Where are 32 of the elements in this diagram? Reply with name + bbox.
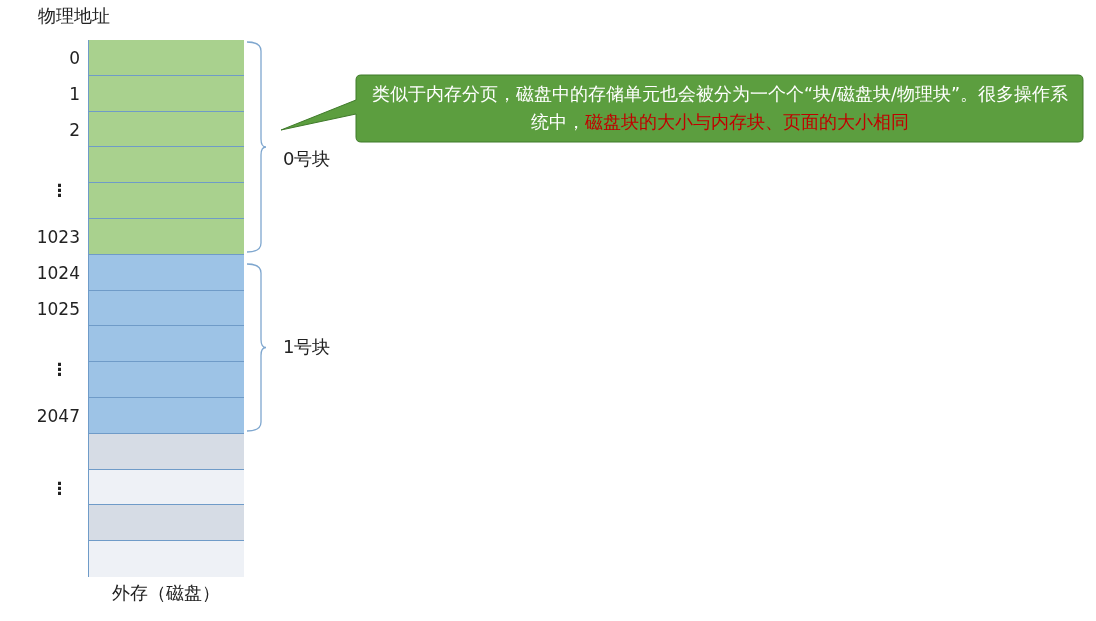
block-label: 0号块 — [283, 147, 331, 171]
storage-cell — [89, 326, 244, 363]
block-label: 1号块 — [283, 335, 331, 359]
ellipsis-mark: ⋮ — [50, 358, 68, 381]
address-label: 1 — [68, 82, 80, 105]
callout-text: 类似于内存分页，磁盘中的存储单元也会被分为一个个“块/磁盘块/物理块”。很多操作系统中，磁盘块的大小与内存块、页面的大小相同 — [371, 83, 1069, 134]
ellipsis-mark: ⋮ — [50, 476, 68, 499]
storage-cell — [89, 219, 244, 255]
storage-cell — [89, 469, 244, 506]
storage-cell — [89, 75, 244, 112]
storage-cell — [89, 183, 244, 219]
address-label: 1024 — [35, 261, 80, 284]
axis-title: 物理地址 — [38, 4, 110, 28]
callout-bubble — [280, 74, 1085, 144]
address-label: 2047 — [35, 405, 80, 427]
storage-cell — [89, 541, 244, 577]
storage-cell — [89, 433, 244, 470]
storage-cell — [89, 398, 244, 434]
storage-cell — [89, 290, 244, 327]
storage-cell — [89, 147, 244, 184]
storage-cell — [89, 362, 244, 398]
storage-cell — [89, 40, 244, 76]
address-label: 0 — [68, 47, 80, 69]
storage-cell — [89, 111, 244, 148]
storage-cell — [89, 254, 244, 291]
column-caption: 外存（磁盘） — [110, 581, 221, 605]
storage-cell — [89, 505, 244, 542]
address-label: 1025 — [35, 297, 80, 320]
ellipsis-mark: ⋮ — [50, 179, 68, 202]
address-label: 2 — [68, 118, 80, 141]
disk-column — [88, 40, 243, 577]
address-label: 1023 — [35, 226, 80, 248]
